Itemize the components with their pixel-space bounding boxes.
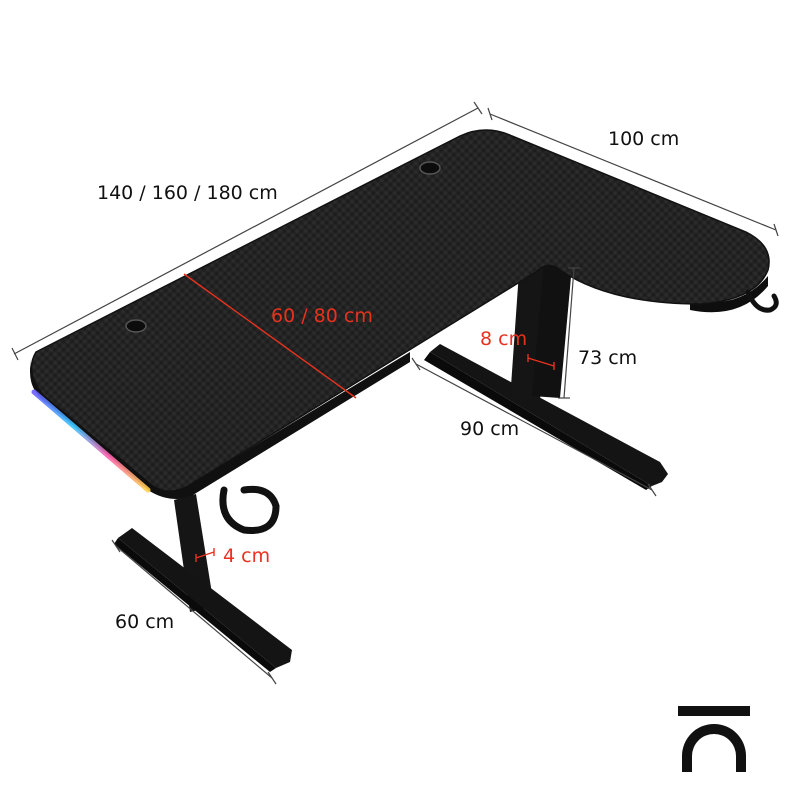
dimension-height: 73 cm: [578, 347, 638, 369]
right-leg: [424, 260, 668, 490]
dimension-left-foot-length: 60 cm: [115, 611, 175, 633]
desktop: [30, 129, 770, 499]
dimension-side-length: 100 cm: [608, 128, 680, 150]
dimension-leg-width-right: 8 cm: [480, 328, 528, 350]
brand-logo-icon: [678, 706, 750, 772]
dimension-highlights: [183, 273, 555, 562]
headphone-hook-right: [745, 289, 779, 313]
dimension-length: 140 / 160 / 180 cm: [97, 182, 278, 204]
left-leg: [114, 494, 292, 672]
headphone-hook-left: [219, 485, 280, 534]
cable-grommet-left: [125, 319, 147, 333]
dimension-depth: 60 / 80 cm: [271, 305, 373, 327]
desktop-surface: [30, 129, 770, 492]
dimension-leg-width-left: 4 cm: [223, 545, 271, 567]
dimension-lines: [11, 101, 779, 685]
cable-grommet-right: [419, 161, 441, 175]
dimension-right-foot-length: 90 cm: [460, 418, 520, 440]
